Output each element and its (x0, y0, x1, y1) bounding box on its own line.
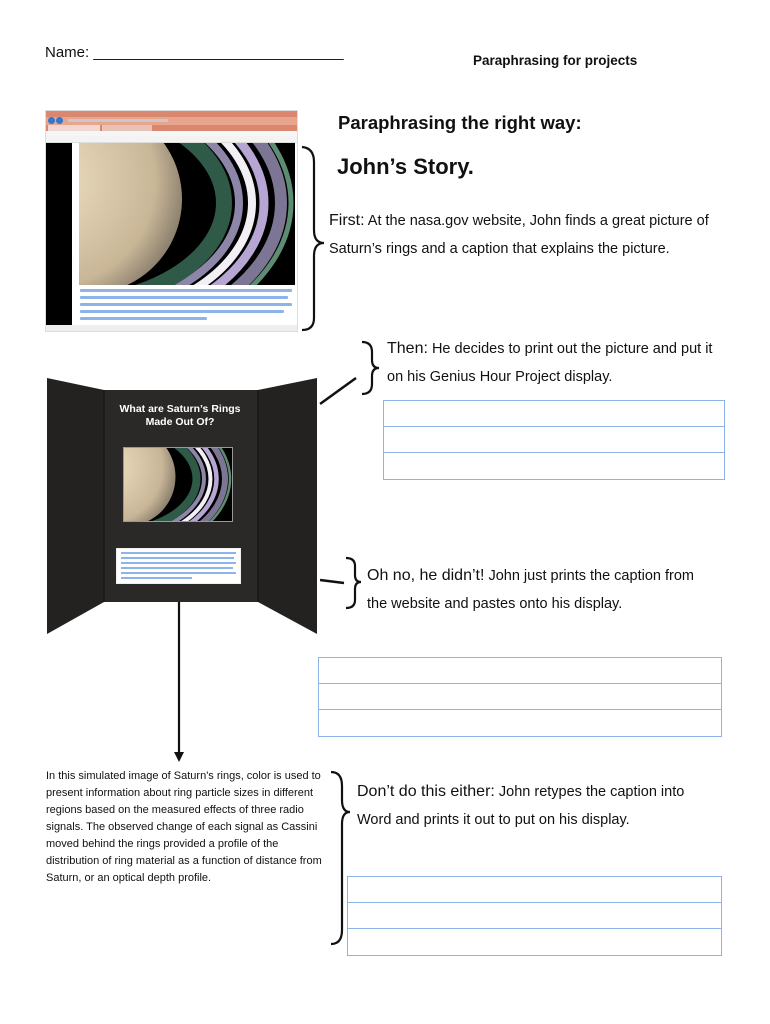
step-lead: First: (329, 212, 365, 229)
step-text: At the nasa.gov website, John finds a gr… (329, 213, 709, 257)
board-title-line: Made Out Of? (145, 416, 215, 428)
browser-menu-bar (46, 131, 297, 136)
browser-tab (102, 125, 152, 131)
answer-box-3[interactable] (347, 876, 722, 956)
caption-text: In this simulated image of Saturn's ring… (46, 770, 322, 884)
step-lead: Oh no, he didn’t! (367, 567, 485, 584)
answer-line[interactable] (319, 710, 721, 736)
name-field-label: Name: ______________________________ (45, 44, 344, 61)
answer-box-2[interactable] (318, 657, 722, 737)
answer-box-1[interactable] (383, 400, 725, 480)
board-title: What are Saturn’s Rings Made Out Of? (105, 403, 255, 429)
browser-tabs (46, 125, 297, 131)
board-title-line: What are Saturn’s Rings (119, 403, 241, 415)
browser-screenshot (45, 110, 298, 332)
browser-url (68, 119, 168, 122)
answer-line[interactable] (348, 903, 721, 929)
brace-icon (330, 770, 351, 946)
story-title: John’s Story. (337, 154, 474, 179)
saturn-rings-graphic (124, 448, 232, 521)
answer-line[interactable] (384, 427, 724, 453)
browser-tab (48, 125, 100, 131)
arrow-down-icon (174, 752, 184, 762)
forward-icon (56, 117, 63, 124)
step-text: John just prints the caption from the we… (367, 568, 694, 612)
step-lead: Don’t do this either: (357, 783, 495, 800)
brace-icon (345, 556, 362, 610)
step-lead: Then: (387, 340, 428, 357)
answer-line[interactable] (319, 658, 721, 684)
answer-line[interactable] (384, 401, 724, 427)
saturn-image (79, 143, 295, 285)
answer-line[interactable] (319, 684, 721, 710)
browser-favorites-bar (46, 136, 297, 143)
answer-line[interactable] (384, 453, 724, 479)
browser-caption-text (80, 289, 292, 325)
browser-titlebar (46, 111, 297, 117)
browser-status-bar (46, 325, 297, 331)
brace-icon (301, 145, 325, 332)
step-oh-no: Oh no, he didn’t! John just prints the c… (367, 562, 712, 618)
step-text: John retypes the caption into Word and p… (357, 784, 685, 828)
browser-sidebar (46, 143, 72, 325)
brace-icon (361, 340, 380, 396)
document-title: Paraphrasing for projects (473, 53, 638, 68)
answer-line[interactable] (348, 929, 721, 955)
step-first: First: At the nasa.gov website, John fin… (329, 207, 709, 263)
browser-address-bar (46, 117, 297, 125)
step-text: He decides to print out the picture and … (387, 341, 713, 385)
section-heading: Paraphrasing the right way: (338, 112, 582, 133)
saturn-rings-graphic (79, 143, 294, 285)
board-saturn-image (123, 447, 233, 522)
back-icon (48, 117, 55, 124)
answer-line[interactable] (348, 877, 721, 903)
board-caption-printout (116, 548, 241, 584)
step-then: Then: He decides to print out the pictur… (387, 335, 732, 391)
step-dont: Don’t do this either: John retypes the c… (357, 778, 697, 834)
